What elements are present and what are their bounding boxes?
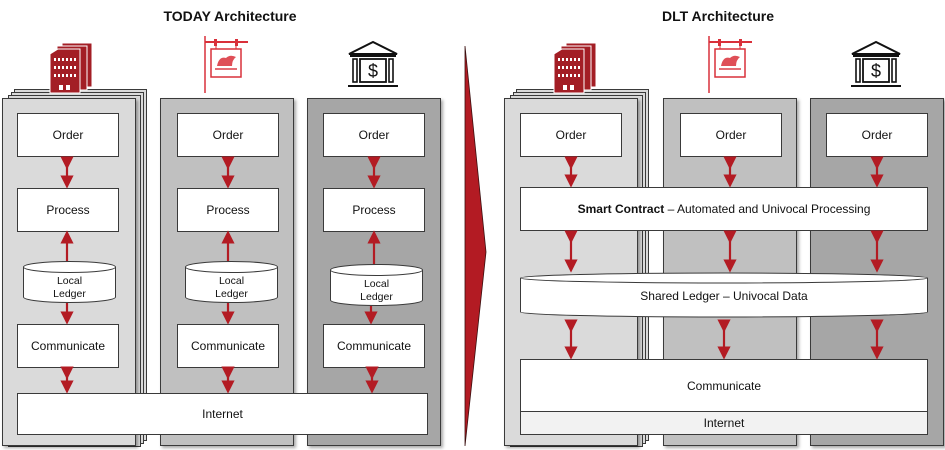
communicate-box: Communicate xyxy=(520,359,928,413)
ledger-label-line1: Local xyxy=(363,278,390,290)
communicate-box: Communicate xyxy=(323,324,425,368)
svg-text:$: $ xyxy=(368,61,378,81)
generali-sign-icon xyxy=(204,36,248,93)
dlt-title: DLT Architecture xyxy=(661,8,774,24)
order-box: Order xyxy=(177,113,279,157)
order-box: Order xyxy=(520,113,622,157)
communicate-box: Communicate xyxy=(17,324,119,368)
shared-ledger-cylinder: Shared Ledger – Univocal Data xyxy=(520,272,928,318)
smart-contract-label: Smart Contract xyxy=(577,202,665,216)
ledger-label-line2: Ledger xyxy=(53,288,86,300)
smart-contract-description: – Automated and Univocal Processing xyxy=(664,202,871,216)
generali-sign-icon xyxy=(708,36,752,93)
process-box: Process xyxy=(177,188,279,232)
today-connector-arrows xyxy=(60,156,381,394)
order-box: Order xyxy=(680,113,782,157)
internet-bar: Internet xyxy=(520,411,928,435)
local-ledger-cylinder: Local Ledger xyxy=(330,264,423,306)
order-box: Order xyxy=(323,113,425,157)
local-ledger-cylinder: Local Ledger xyxy=(185,261,278,303)
ledger-label-line1: Local xyxy=(218,275,245,287)
today-title: TODAY Architecture xyxy=(163,8,297,24)
local-ledger-cylinder: Local Ledger xyxy=(23,261,116,303)
ledger-label-line1: Local xyxy=(56,275,83,287)
bank-dollar-icon: $ xyxy=(851,40,901,87)
ledger-label-line2: Ledger xyxy=(360,291,393,303)
order-box: Order xyxy=(17,113,119,157)
process-box: Process xyxy=(17,188,119,232)
ledger-label-line2: Ledger xyxy=(215,288,248,300)
bank-dollar-icon: $ xyxy=(348,40,398,87)
office-buildings-icon xyxy=(553,42,597,94)
transition-arrow-icon xyxy=(464,45,487,447)
shared-ledger-label: Shared Ledger – Univocal Data xyxy=(640,289,808,303)
communicate-box: Communicate xyxy=(177,324,279,368)
svg-text:$: $ xyxy=(871,61,881,81)
office-buildings-icon xyxy=(49,42,93,94)
order-box: Order xyxy=(826,113,928,157)
